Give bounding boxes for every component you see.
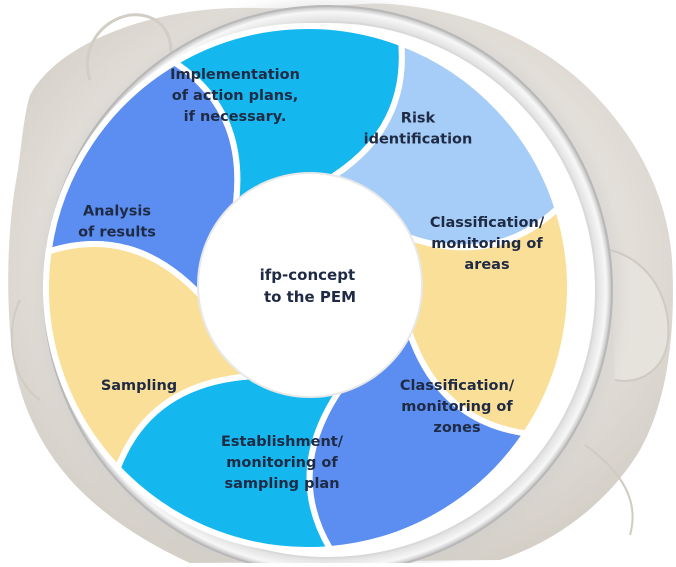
- segment-label-zones-line-3: zones: [433, 420, 480, 436]
- segment-label-risk-line-2: identification: [364, 132, 473, 148]
- segment-label-implementation: Implementation of action plans, if necessa…: [170, 67, 300, 125]
- segment-label-analysis: Analysis of results: [78, 204, 156, 241]
- center-disc: [197, 172, 423, 398]
- glove-finger-edge: [10, 299, 41, 401]
- center-label-line-2: to the PEM: [264, 288, 356, 306]
- segment-label-areas-line-1: Classification/: [430, 215, 545, 231]
- segment-label-sampling-plan: Establishment/monitoring of sampling plan: [221, 434, 344, 492]
- segment-label-analysis-line-1: Analysis: [83, 204, 151, 220]
- glove-wrist-edge: [584, 444, 634, 536]
- segment-label-areas: Classification/monitoring of areas: [430, 215, 545, 273]
- segment-label-zones-line-2: monitoring of: [401, 399, 513, 415]
- segment-label-risk: Risk identification: [364, 111, 473, 148]
- cycle-labels: Implementation of action plans, if necessa…: [78, 67, 545, 492]
- segment-label-sampling-plan-line-2: monitoring of: [226, 455, 338, 471]
- segment-label-areas-line-3: areas: [464, 257, 509, 273]
- segment-label-implementation-line-3: if necessary.: [184, 109, 287, 125]
- segment-label-sampling-plan-line-1: Establishment/: [221, 434, 344, 450]
- segment-label-implementation-line-1: Implementation: [170, 67, 300, 83]
- segment-label-areas-line-2: monitoring of: [431, 236, 543, 252]
- segment-label-sampling: Sampling: [101, 378, 177, 394]
- segment-label-zones-line-1: Classification/: [400, 378, 515, 394]
- center-label: ifp-concept to the PEM: [260, 266, 361, 306]
- center-label-line-1: ifp-concept: [260, 266, 355, 284]
- glove-thumb: [609, 249, 670, 382]
- segment-label-zones: Classification/monitoring of zones: [400, 378, 515, 436]
- segment-label-sampling-line-1: Sampling: [101, 378, 177, 394]
- segment-label-risk-line-1: Risk: [401, 111, 436, 127]
- segment-label-implementation-line-2: of action plans,: [172, 88, 299, 104]
- glove-crease: [85, 13, 173, 81]
- cycle-segments: [43, 23, 573, 553]
- segment-label-analysis-line-2: of results: [78, 225, 156, 241]
- segment-label-sampling-plan-line-3: sampling plan: [224, 476, 339, 492]
